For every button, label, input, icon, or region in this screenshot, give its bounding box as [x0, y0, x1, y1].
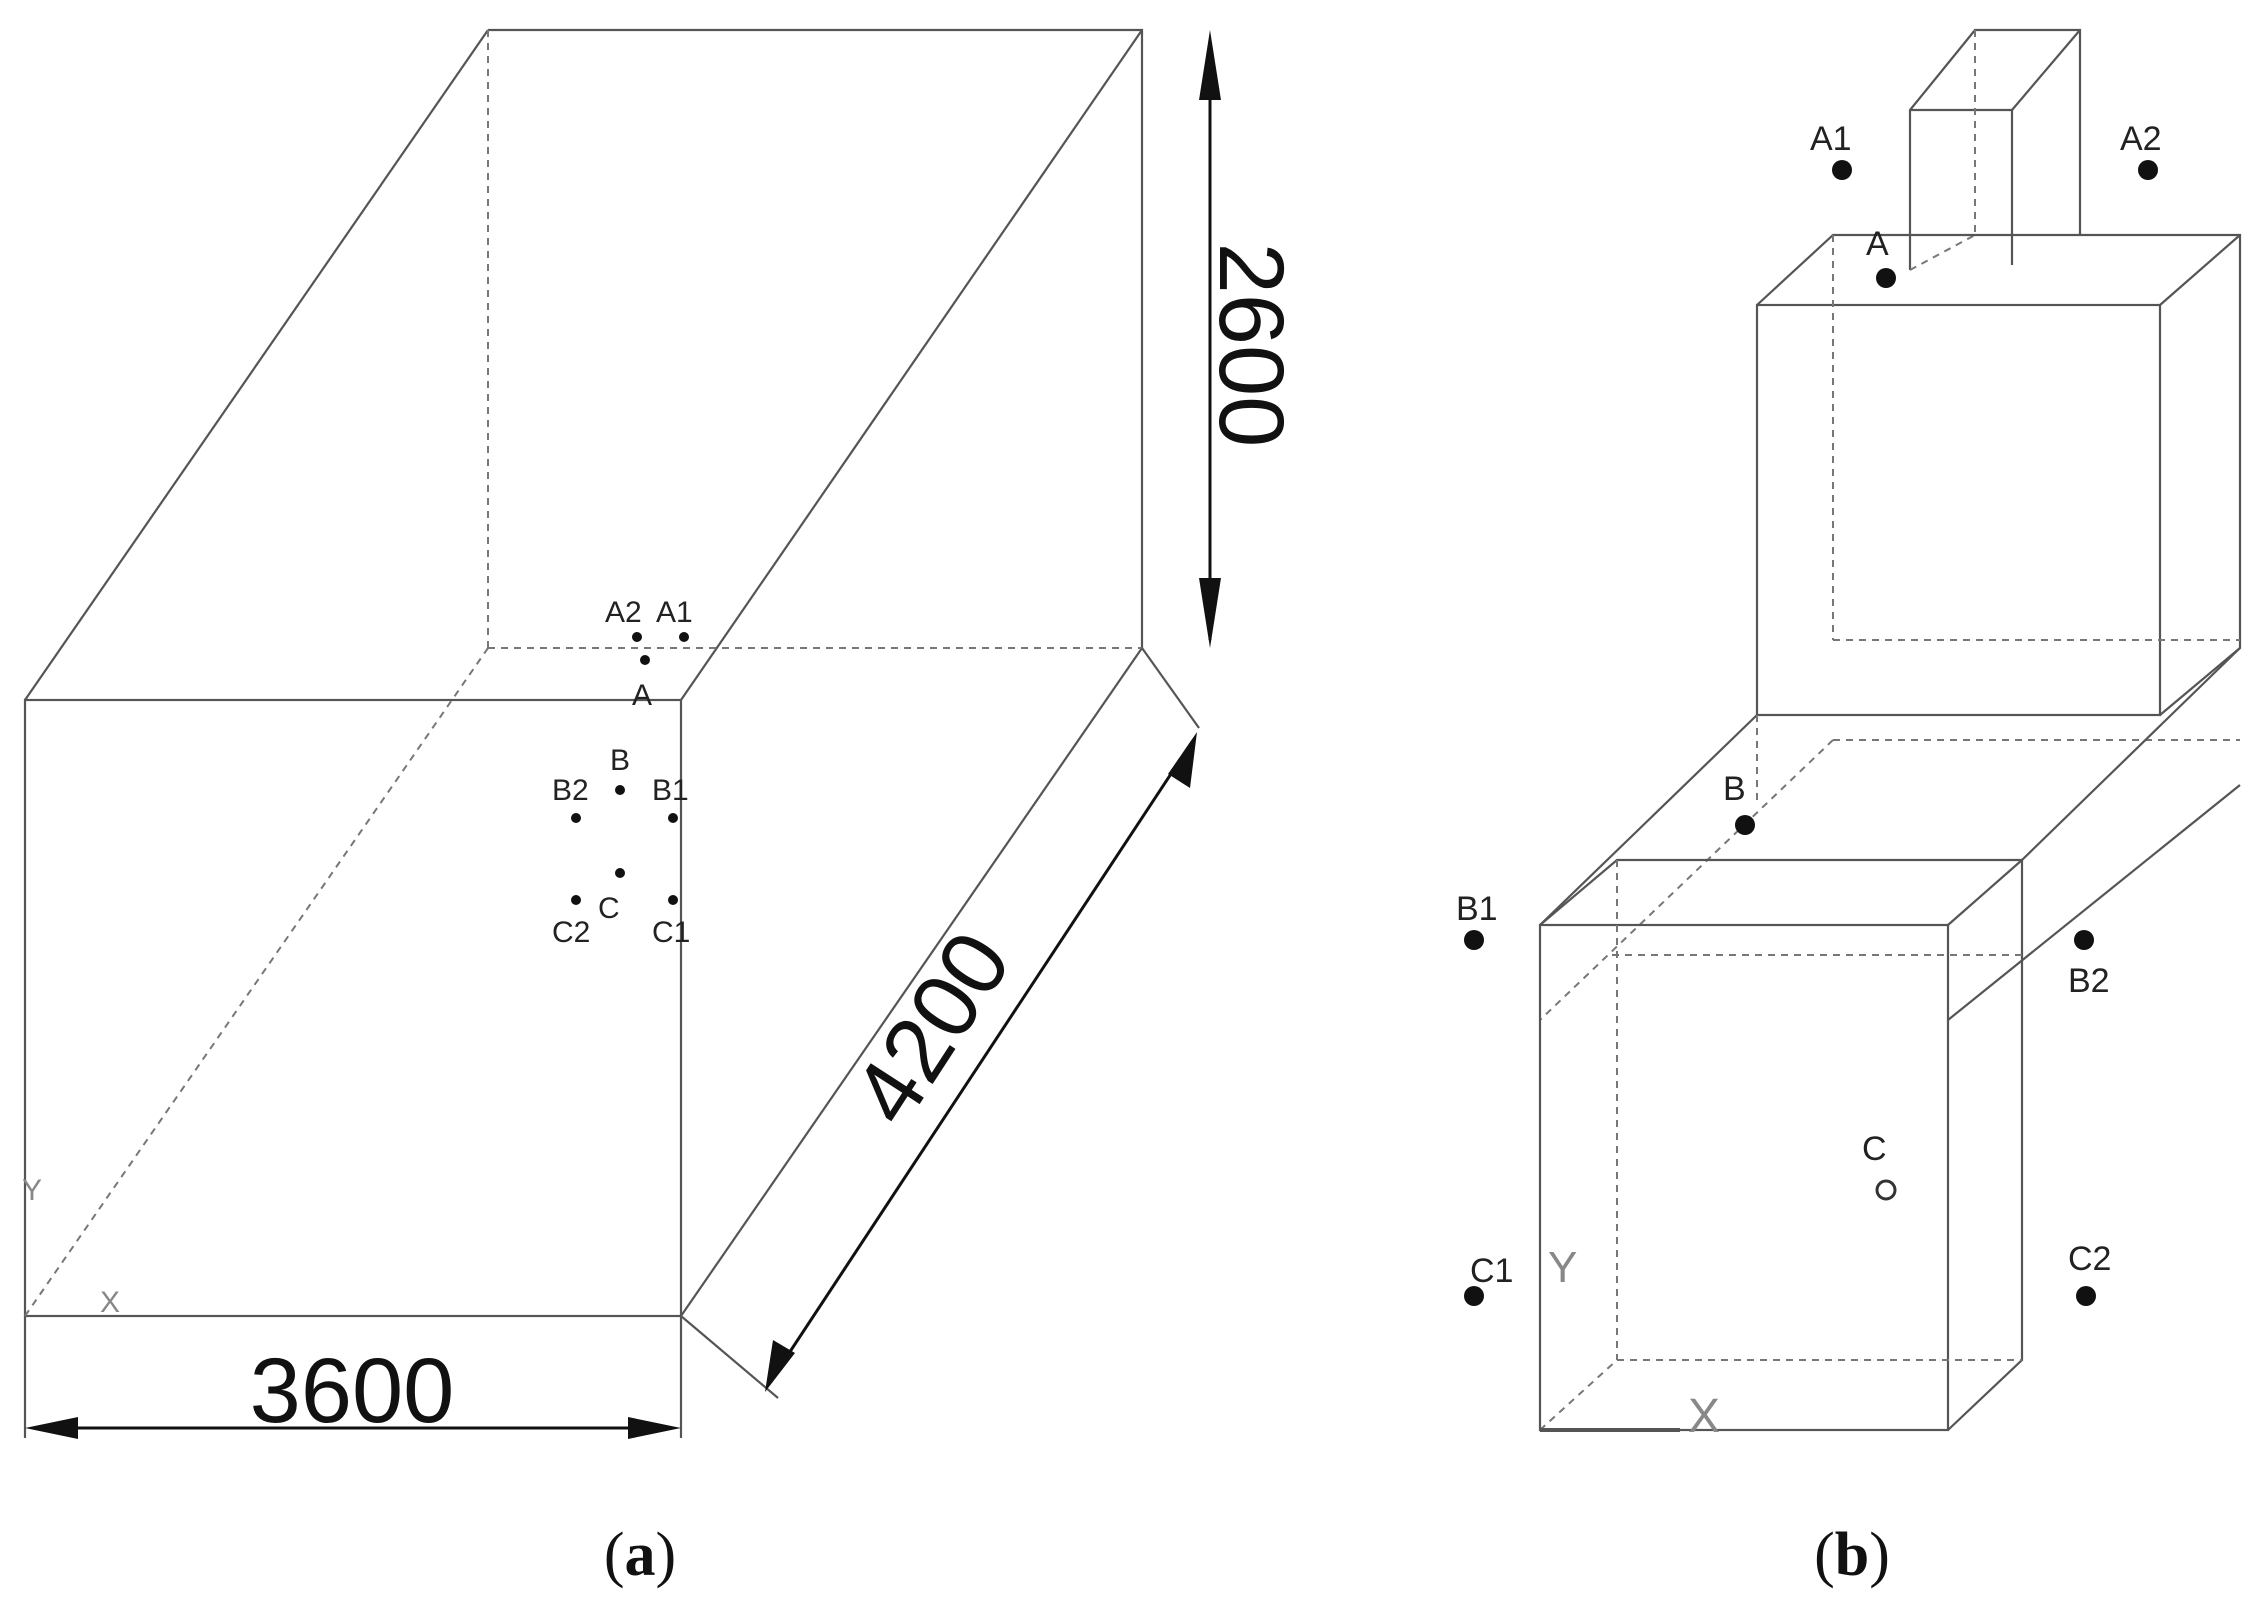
- panel-a-front-face: [23, 698, 683, 1318]
- arrow-depth-top: [1168, 732, 1197, 788]
- point-a-dot: [1876, 268, 1896, 288]
- point-c-marker: [1875, 1179, 1897, 1201]
- point-c1-dot: [668, 895, 678, 905]
- panel-a-edge-bottom-right: [680, 647, 1143, 1317]
- point-b-label: B: [610, 744, 630, 777]
- panel-a-room-box: [23, 28, 1144, 1318]
- point-a1-dot: [679, 632, 689, 642]
- panel-a-edge-top-left: [24, 29, 489, 701]
- panel-b-axis-y: Y: [1548, 1243, 1577, 1292]
- point-c2-dot: [571, 895, 581, 905]
- point-a2-label: A2: [2120, 120, 2162, 158]
- panel-b-caption: (b): [1814, 1521, 1890, 1589]
- arrow-down: [1199, 578, 1221, 648]
- point-c-dot: [615, 868, 625, 878]
- point-a2-label: A2: [605, 596, 642, 629]
- point-a-dot: [640, 655, 650, 665]
- point-a1-label: A1: [1810, 120, 1852, 158]
- point-b1-label: B1: [1456, 890, 1498, 928]
- arrow-up: [1199, 30, 1221, 100]
- panel-b-chimney: [1908, 28, 2082, 271]
- panel-a-back-face: [488, 28, 1144, 648]
- point-a-label: A: [632, 679, 652, 712]
- panel-a-dim-depth: 4200: [680, 647, 1200, 1399]
- point-b-label: B: [1723, 770, 1746, 808]
- point-c2-label: C2: [552, 916, 590, 949]
- point-b2-dot: [571, 813, 581, 823]
- point-a2-dot: [2138, 160, 2158, 180]
- point-b2-dot: [2074, 930, 2094, 950]
- panel-a-axis-y: Y: [22, 1174, 42, 1207]
- dim-depth-label: 4200: [833, 915, 1030, 1142]
- arrow-left: [25, 1417, 78, 1439]
- point-b1-label: B1: [652, 774, 689, 807]
- panel-a-hidden-depth: [24, 647, 489, 1317]
- panel-a-dim-height: 2600: [1199, 30, 1302, 648]
- panel-a-edge-top-right: [680, 29, 1143, 701]
- point-a-label: A: [1866, 225, 1889, 263]
- panel-b-axis-x: X: [1688, 1390, 1720, 1443]
- point-c2-dot: [2076, 1286, 2096, 1306]
- panel-b-points: A1 A2 A B B1 B2 C C1 C2: [1456, 120, 2162, 1306]
- panel-a-dim-width: 3600: [23, 1316, 683, 1442]
- panel-a-caption: (a): [604, 1521, 676, 1589]
- point-c-label: C: [598, 892, 620, 925]
- point-b2-label: B2: [2068, 962, 2110, 1000]
- panel-b-lower-box: [1538, 858, 2024, 1432]
- point-c1-label: C1: [1470, 1252, 1513, 1290]
- point-c1-dot: [1464, 1286, 1484, 1306]
- point-b2-label: B2: [552, 774, 589, 807]
- panel-a-points: A2 A1 A B B2 B1 C C2 C1: [552, 596, 693, 949]
- panel-b-connector: [1539, 647, 2241, 1021]
- point-c1-label: C1: [652, 916, 690, 949]
- point-a1-label: A1: [656, 596, 693, 629]
- panel-a-axis-x: X: [100, 1286, 120, 1319]
- dim-width-label: 3600: [250, 1340, 455, 1442]
- dim-height-label: 2600: [1200, 243, 1302, 448]
- point-a1-dot: [1832, 160, 1852, 180]
- point-b-dot: [615, 785, 625, 795]
- point-a2-dot: [632, 632, 642, 642]
- point-c-label: C: [1862, 1130, 1887, 1168]
- arrow-depth-bottom: [765, 1340, 795, 1392]
- point-b1-dot: [668, 813, 678, 823]
- panel-b-upper-box: [1755, 233, 2242, 741]
- point-b1-dot: [1464, 930, 1484, 950]
- point-c2-label: C2: [2068, 1240, 2111, 1278]
- point-b-dot: [1735, 815, 1755, 835]
- arrow-right: [628, 1417, 681, 1439]
